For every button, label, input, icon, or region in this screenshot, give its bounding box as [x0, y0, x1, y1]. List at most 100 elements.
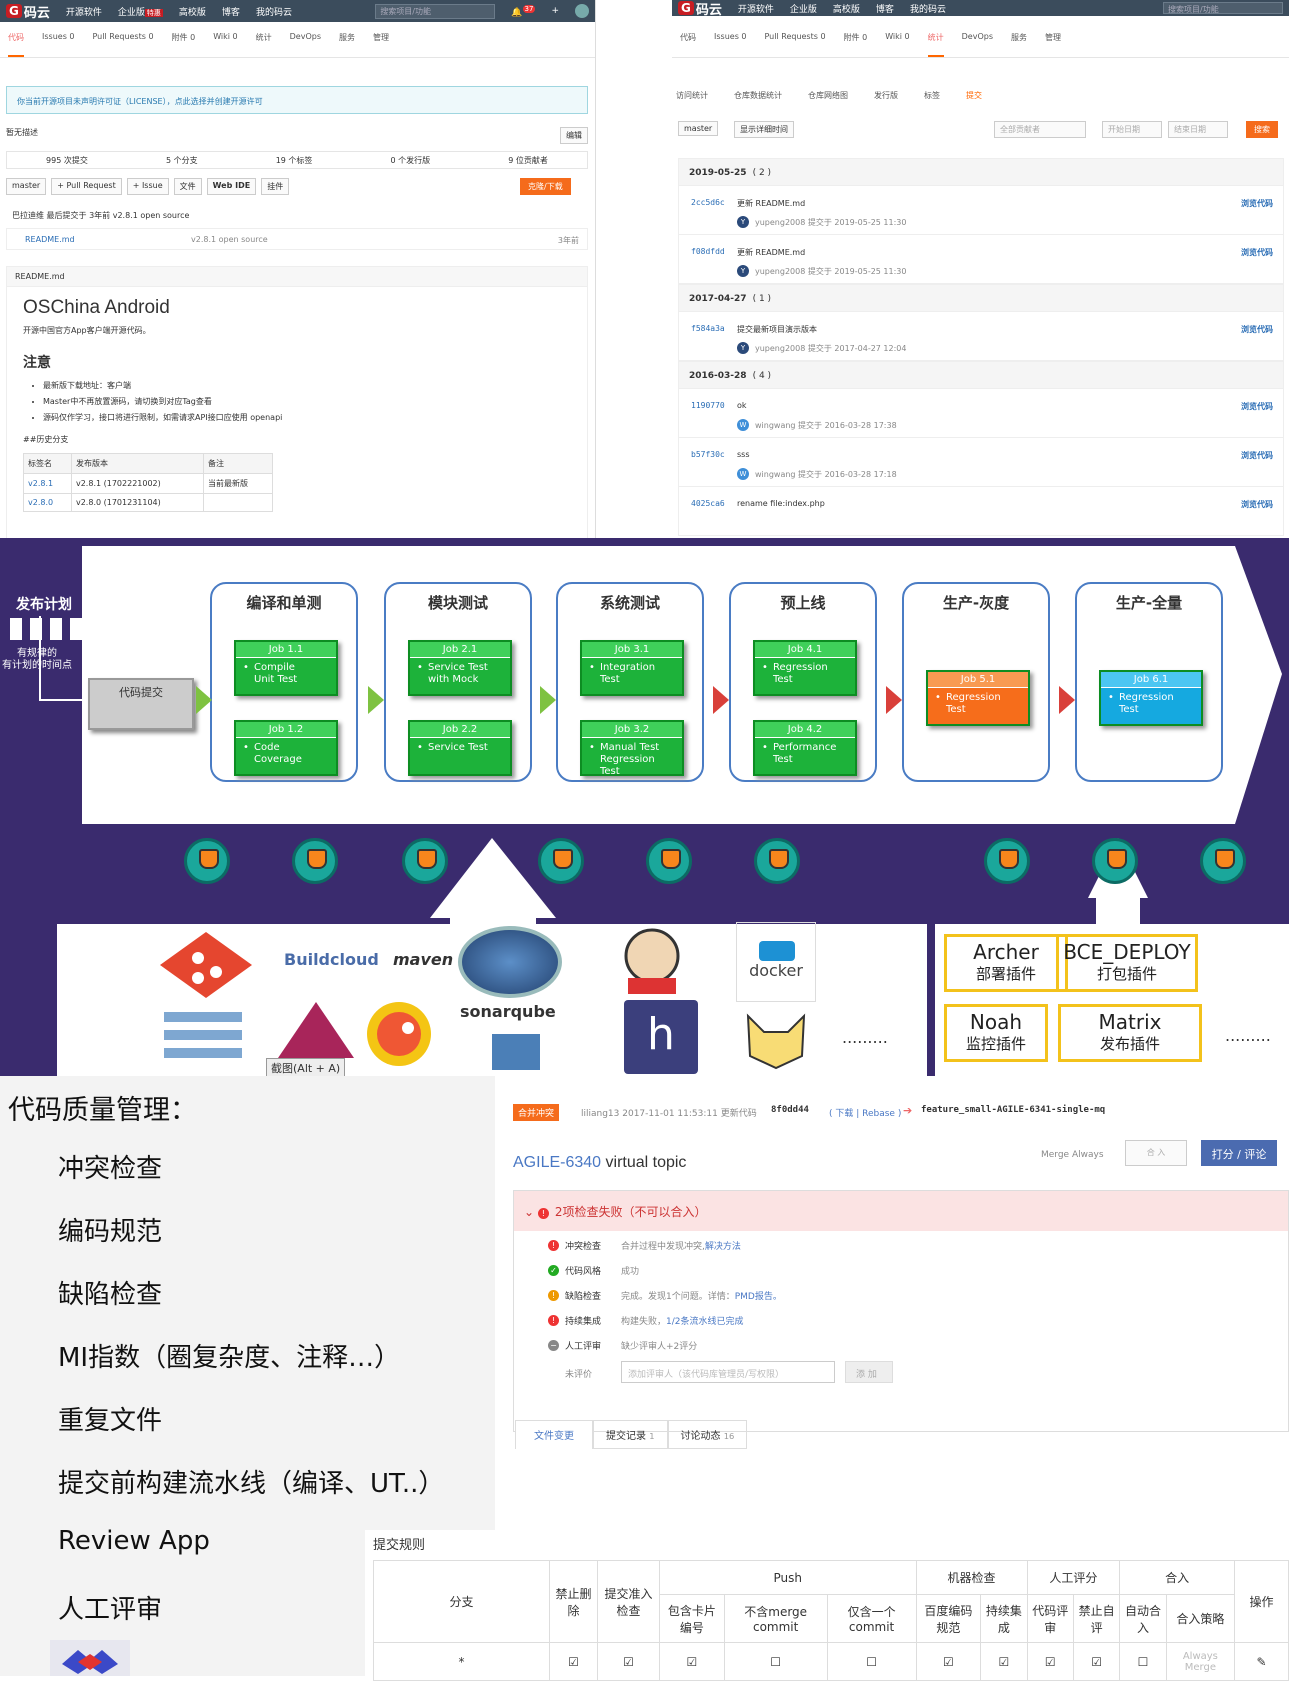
browse-code-link[interactable]: 浏览代码	[1241, 401, 1273, 412]
tab-code[interactable]: 代码	[8, 32, 24, 57]
branch-select[interactable]: master	[678, 121, 718, 136]
stat-branches[interactable]: 5 个分支	[166, 155, 198, 166]
tab-commits[interactable]: 提交记录 1	[593, 1420, 668, 1449]
stat-releases[interactable]: 0 个发行版	[391, 155, 431, 166]
license-notice[interactable]: 你当前开源项目未声明许可证（LICENSE），点此选择并创建开源许可	[6, 86, 588, 114]
contributor-select[interactable]: 全部贡献者	[994, 121, 1086, 138]
checkbox-no-self-review[interactable]: ☑	[1073, 1643, 1119, 1681]
nav-open-source[interactable]: 开源软件	[738, 2, 774, 15]
widget-button[interactable]: 挂件	[261, 178, 289, 195]
merge-button[interactable]: 合 入	[1125, 1140, 1187, 1166]
mr-issue-link[interactable]: AGILE-6340	[513, 1154, 601, 1171]
start-date-input[interactable]: 开始日期	[1102, 121, 1162, 138]
new-issue-button[interactable]: + Issue	[127, 178, 169, 195]
check-link[interactable]: PMD报告。	[735, 1289, 782, 1302]
new-pr-button[interactable]: + Pull Request	[51, 178, 121, 195]
add-reviewer-button[interactable]: 添 加	[845, 1361, 893, 1383]
commit-sha[interactable]: f08dfdd	[691, 247, 725, 256]
browse-code-link[interactable]: 浏览代码	[1241, 247, 1273, 258]
nav-university[interactable]: 高校版	[179, 5, 206, 18]
commit-sha[interactable]: 4025ca6	[691, 499, 725, 508]
browse-code-link[interactable]: 浏览代码	[1241, 499, 1273, 510]
branch-select[interactable]: master	[6, 178, 46, 195]
subtab-commits[interactable]: 提交	[966, 90, 982, 101]
subtab-visits[interactable]: 访问统计	[676, 90, 708, 101]
check-link[interactable]: 解决方法	[705, 1239, 741, 1252]
tab-devops[interactable]: DevOps	[290, 32, 321, 57]
checkbox-single-commit[interactable]: ☐	[827, 1643, 916, 1681]
tag-link[interactable]: v2.8.1	[24, 474, 72, 494]
nav-enterprise[interactable]: 企业版	[790, 2, 817, 15]
checkbox-coding-standard[interactable]: ☑	[916, 1643, 981, 1681]
download-rebase-links[interactable]: ( 下载 | Rebase )	[829, 1106, 901, 1119]
checkbox-auto-merge[interactable]: ☐	[1120, 1643, 1166, 1681]
checkbox-no-merge-commit[interactable]: ☐	[724, 1643, 827, 1681]
checkbox-ci[interactable]: ☑	[981, 1643, 1027, 1681]
tab-stats[interactable]: 统计	[928, 32, 944, 57]
commit-message[interactable]: rename file:index.php	[737, 499, 825, 508]
search-input[interactable]: 搜索项目/功能	[375, 4, 495, 19]
edit-button[interactable]: 编辑	[560, 127, 588, 144]
tab-code[interactable]: 代码	[680, 32, 696, 57]
nav-blog[interactable]: 博客	[222, 5, 240, 18]
score-comment-button[interactable]: 打分 / 评论	[1201, 1140, 1277, 1166]
strategy-select[interactable]: Always Merge	[1166, 1643, 1234, 1681]
tab-discussion[interactable]: 讨论动态 16	[668, 1420, 748, 1449]
commit-sha[interactable]: 2cc5d6c	[691, 198, 725, 207]
tab-manage[interactable]: 管理	[1045, 32, 1061, 57]
nav-blog[interactable]: 博客	[876, 2, 894, 15]
checks-failed-header[interactable]: ⌄ !2项检查失败（不可以合入）	[514, 1191, 1288, 1231]
file-row[interactable]: README.md v2.8.1 open source 3年前	[6, 228, 588, 250]
commit-message[interactable]: 提交最新项目演示版本	[737, 324, 817, 335]
detail-time-toggle[interactable]: 显示详细时间	[734, 121, 794, 138]
browse-code-link[interactable]: 浏览代码	[1241, 450, 1273, 461]
tab-services[interactable]: 服务	[1011, 32, 1027, 57]
tag-link[interactable]: v2.8.0	[24, 494, 72, 512]
stat-tags[interactable]: 19 个标签	[276, 155, 313, 166]
commit-message[interactable]: sss	[737, 450, 750, 459]
end-date-input[interactable]: 结束日期	[1168, 121, 1228, 138]
edit-icon[interactable]: ✎	[1235, 1643, 1289, 1681]
subtab-network[interactable]: 仓库网络图	[808, 90, 848, 101]
nav-enterprise[interactable]: 企业版特惠	[118, 5, 163, 18]
tab-wiki[interactable]: Wiki 0	[213, 32, 237, 57]
checkbox-card-id[interactable]: ☑	[660, 1643, 725, 1681]
tab-stats[interactable]: 统计	[256, 32, 272, 57]
stat-contributors[interactable]: 9 位贡献者	[508, 155, 548, 166]
reviewer-input[interactable]: 添加评审人（该代码库管理员/写权限）	[621, 1361, 835, 1383]
plus-icon[interactable]: +	[551, 6, 559, 16]
commit-message[interactable]: 更新 README.md	[737, 198, 805, 209]
file-menu-button[interactable]: 文件	[174, 178, 202, 195]
nav-my-gitee[interactable]: 我的码云	[256, 5, 292, 18]
tab-issues[interactable]: Issues 0	[42, 32, 75, 57]
author-avatar[interactable]: Y	[737, 342, 749, 354]
commit-message[interactable]: ok	[737, 401, 747, 410]
search-button[interactable]: 搜索	[1246, 121, 1278, 138]
checkbox-code-review[interactable]: ☑	[1027, 1643, 1073, 1681]
check-link[interactable]: 1/2条流水线已完成	[666, 1314, 744, 1327]
tab-issues[interactable]: Issues 0	[714, 32, 747, 57]
search-input[interactable]: 搜索项目/功能	[1163, 2, 1283, 14]
nav-university[interactable]: 高校版	[833, 2, 860, 15]
nav-open-source[interactable]: 开源软件	[66, 5, 102, 18]
author-avatar[interactable]: W	[737, 468, 749, 480]
tab-attachments[interactable]: 附件 0	[172, 32, 196, 57]
tab-pull-requests[interactable]: Pull Requests 0	[93, 32, 154, 57]
tab-services[interactable]: 服务	[339, 32, 355, 57]
checkbox-no-delete[interactable]: ☑	[550, 1643, 598, 1681]
tab-pull-requests[interactable]: Pull Requests 0	[765, 32, 826, 57]
target-branch[interactable]: feature_small-AGILE-6341-single-mq	[921, 1105, 1105, 1115]
web-ide-button[interactable]: Web IDE	[207, 178, 257, 195]
author-avatar[interactable]: Y	[737, 265, 749, 277]
file-name[interactable]: README.md	[25, 235, 75, 244]
tab-attachments[interactable]: 附件 0	[844, 32, 868, 57]
browse-code-link[interactable]: 浏览代码	[1241, 198, 1273, 209]
commit-sha[interactable]: f584a3a	[691, 324, 725, 333]
browse-code-link[interactable]: 浏览代码	[1241, 324, 1273, 335]
subtab-repo-data[interactable]: 仓库数据统计	[734, 90, 782, 101]
author-avatar[interactable]: W	[737, 419, 749, 431]
checkbox-access-check[interactable]: ☑	[598, 1643, 660, 1681]
commit-sha[interactable]: 1190770	[691, 401, 725, 410]
